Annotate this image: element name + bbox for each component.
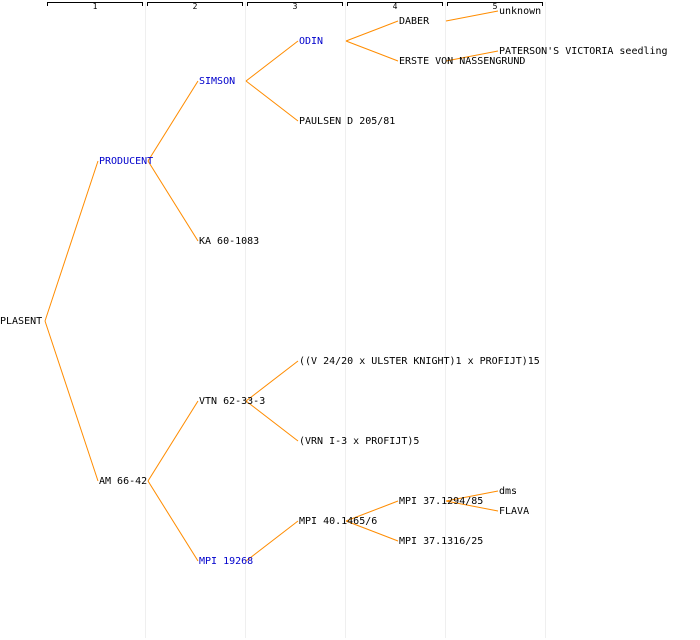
connector-line: [445, 500, 499, 512]
connector-line: [345, 520, 399, 542]
generation-header-bracket: [47, 2, 143, 6]
connector-line: [147, 480, 199, 562]
node-erste-von-nassengrund[interactable]: ERSTE VON NASSENGRUND: [399, 56, 526, 67]
connector-line: [345, 500, 399, 522]
connector-line: [147, 400, 199, 482]
connector-line: [345, 40, 399, 62]
connector-line: [445, 50, 499, 62]
node-producent[interactable]: PRODUCENT: [99, 156, 154, 167]
node-unknown[interactable]: unknown: [499, 6, 542, 17]
node-flava[interactable]: FLAVA: [499, 506, 530, 517]
connector-line: [245, 520, 299, 562]
node-vtn-62-33-3[interactable]: VTN 62-33-3: [199, 396, 266, 407]
node-vrn-i-3[interactable]: (VRN I-3 x PROFIJT)5: [299, 436, 420, 447]
generation-header-bracket: [247, 2, 343, 6]
node-v24-ulster-knight[interactable]: ((V 24/20 x ULSTER KNIGHT)1 x PROFIJT)15: [299, 356, 540, 367]
connector-line: [245, 40, 299, 82]
connector-group: [44, 10, 499, 562]
generation-number: 3: [292, 2, 298, 11]
generation-header-bracket: [147, 2, 243, 6]
node-odin[interactable]: ODIN: [299, 36, 324, 47]
generation-column-line: [545, 2, 546, 638]
node-mpi-37-1316-25[interactable]: MPI 37.1316/25: [399, 536, 484, 547]
generation-number: 4: [392, 2, 398, 11]
generation-column-line: [445, 2, 446, 638]
generation-number: 2: [192, 2, 198, 11]
connector-line: [445, 490, 499, 502]
connector-line: [445, 10, 499, 22]
generation-column-line: [145, 2, 146, 638]
connector-line: [245, 80, 299, 122]
connector-line: [44, 160, 99, 322]
connector-line: [44, 320, 99, 482]
node-dms[interactable]: dms: [499, 486, 518, 497]
node-mpi-19268[interactable]: MPI 19268: [199, 556, 254, 567]
node-mpi-40-1465-6[interactable]: MPI 40.1465/6: [299, 516, 378, 527]
generation-header-bracket: [347, 2, 443, 6]
connector-line: [345, 20, 399, 42]
node-patersons-victoria-seedling[interactable]: PATERSON'S VICTORIA seedling: [499, 46, 668, 57]
node-plasent[interactable]: PLASENT: [0, 316, 43, 327]
node-am-66-42[interactable]: AM 66-42: [99, 476, 148, 487]
connector-line: [245, 360, 299, 402]
node-ka-60-1083[interactable]: KA 60-1083: [199, 236, 260, 247]
connector-line: [245, 400, 299, 442]
node-daber[interactable]: DABER: [399, 16, 430, 27]
generation-header-bracket: [447, 2, 543, 6]
node-mpi-37-1294-85[interactable]: MPI 37.1294/85: [399, 496, 484, 507]
connector-line: [147, 80, 199, 162]
generation-number: 1: [92, 2, 98, 11]
generation-column-line: [245, 2, 246, 638]
connector-line: [147, 160, 199, 242]
generation-number: 5: [492, 2, 498, 11]
generation-column-line: [345, 2, 346, 638]
node-simson[interactable]: SIMSON: [199, 76, 236, 87]
node-paulsen[interactable]: PAULSEN D 205/81: [299, 116, 396, 127]
